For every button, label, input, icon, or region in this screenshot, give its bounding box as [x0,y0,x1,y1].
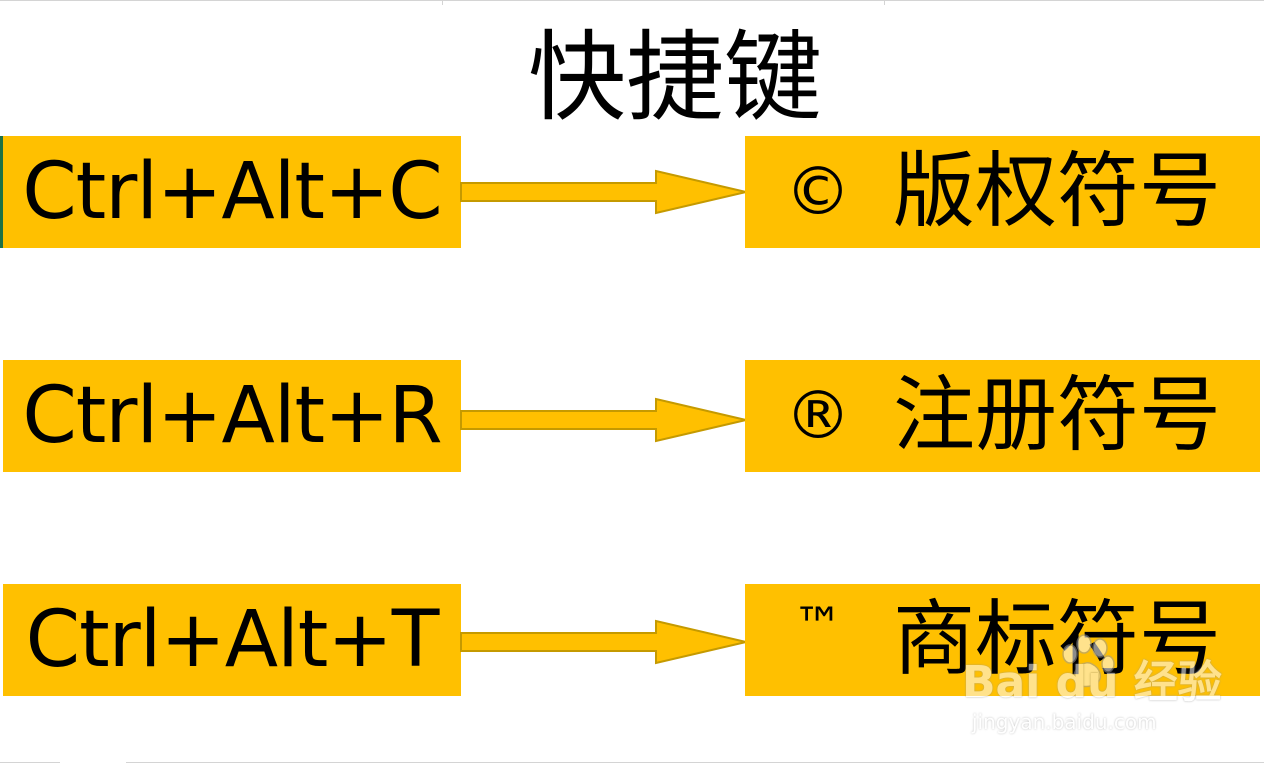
shortcut-box-trademark[interactable]: Ctrl+Alt+T [3,584,461,696]
result-box-trademark[interactable]: ™ 商标符号 [745,584,1260,696]
watermark-brand: Bai du 经验 [962,657,1222,708]
right-arrow-icon [460,169,747,215]
right-arrow-icon [460,619,747,665]
gridline [126,762,1264,763]
registered-symbol: ® [785,377,851,454]
watermark-url: jingyan.baidu.com [972,710,1157,734]
shortcut-label: Ctrl+Alt+T [25,595,440,685]
page-title: 快捷键 [527,21,822,135]
shortcut-box-registered[interactable]: Ctrl+Alt+R [3,360,461,472]
baidu-jingyan-watermark: Bai du 经验 jingyan.baidu.com [962,634,1222,740]
gridline [442,0,443,5]
shortcut-box-copyright[interactable]: Ctrl+Alt+C [3,136,461,248]
result-label: 注册符号 [893,368,1222,463]
right-arrow-icon [460,397,747,443]
result-box-copyright[interactable]: © 版权符号 [745,136,1260,248]
shortcut-label: Ctrl+Alt+R [22,371,442,461]
gridline [0,762,60,763]
gridline [0,0,1264,1]
paw-icon [1062,634,1115,688]
trademark-symbol: ™ [793,597,843,655]
copyright-symbol: © [785,153,851,230]
gridline [884,0,885,5]
shortcut-label: Ctrl+Alt+C [22,147,443,237]
result-box-registered[interactable]: ® 注册符号 [745,360,1260,472]
result-label: 商标符号 [893,592,1222,687]
selected-cell-edge [0,136,3,248]
result-label: 版权符号 [893,144,1222,239]
